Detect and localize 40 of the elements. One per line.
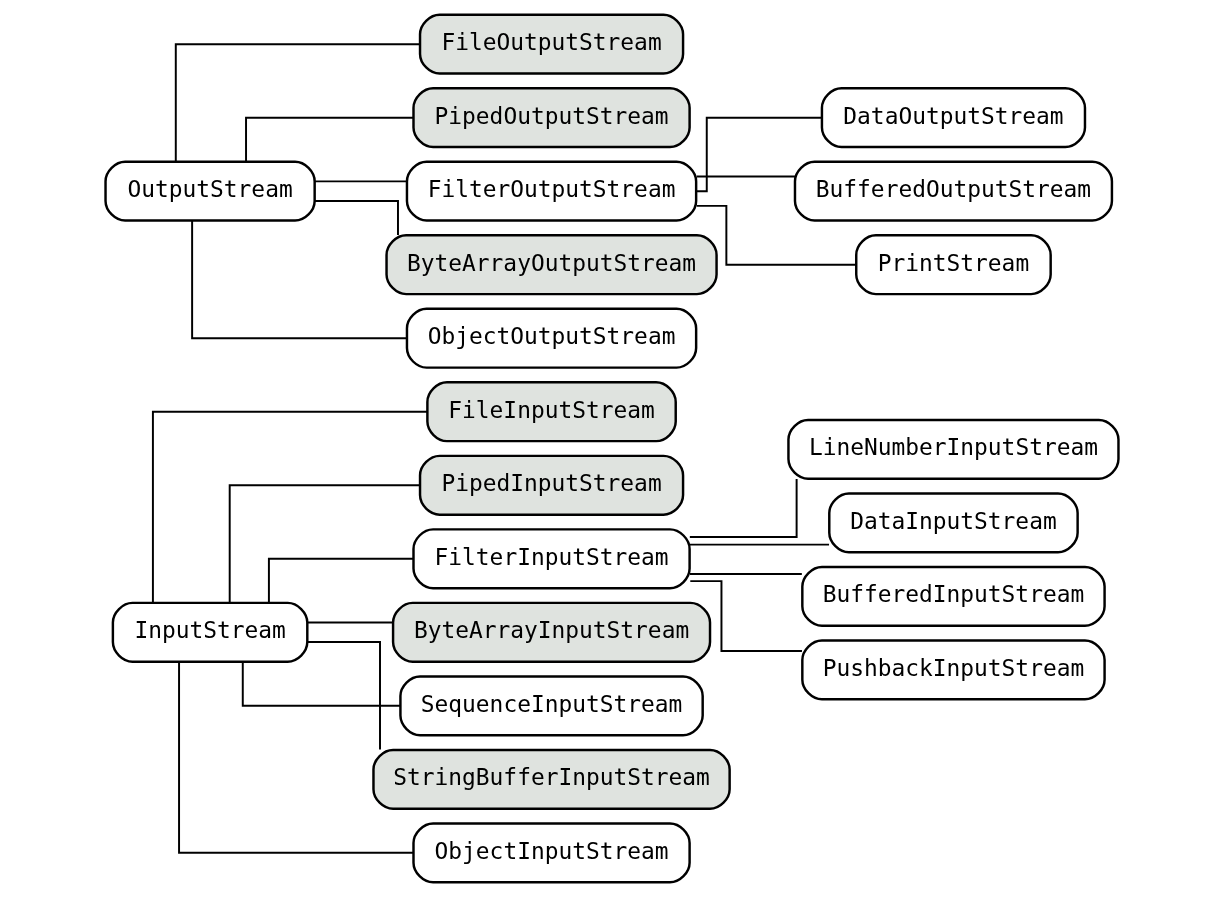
node-box: PushbackInputStream bbox=[800, 639, 1106, 701]
node-box: DataInputStream bbox=[827, 492, 1079, 554]
node-box: FilterInputStream bbox=[411, 528, 691, 590]
connector bbox=[267, 557, 414, 604]
connector bbox=[688, 478, 798, 538]
connector bbox=[244, 116, 414, 163]
node-box: StringBufferInputStream bbox=[371, 748, 731, 810]
node-box: FileOutputStream bbox=[418, 13, 684, 75]
connector bbox=[695, 175, 796, 178]
node-box: PrintStream bbox=[854, 234, 1052, 296]
node-box: ByteArrayOutputStream bbox=[384, 234, 718, 296]
connector bbox=[695, 204, 857, 266]
node-box: PipedInputStream bbox=[418, 454, 684, 516]
connector bbox=[688, 580, 803, 653]
connector bbox=[151, 410, 428, 604]
connector bbox=[305, 641, 381, 751]
node-box: OutputStream bbox=[103, 160, 316, 222]
node-box: FilterOutputStream bbox=[405, 160, 697, 222]
node-box: InputStream bbox=[111, 601, 309, 663]
node-box: BufferedInputStream bbox=[800, 565, 1106, 627]
node-box: SequenceInputStream bbox=[398, 675, 704, 737]
connector bbox=[241, 660, 401, 707]
node-box: LineNumberInputStream bbox=[786, 418, 1120, 480]
node-box: FileInputStream bbox=[425, 381, 677, 443]
node-box: BufferedOutputStream bbox=[793, 160, 1113, 222]
connector bbox=[695, 116, 822, 193]
connector bbox=[174, 43, 421, 163]
connector bbox=[228, 484, 421, 604]
connector bbox=[313, 180, 408, 183]
node-box: DataOutputStream bbox=[820, 87, 1086, 149]
connector bbox=[688, 543, 830, 546]
connector bbox=[190, 219, 408, 340]
node-box: PipedOutputStream bbox=[411, 87, 691, 149]
connector bbox=[688, 573, 803, 575]
node-box: ObjectInputStream bbox=[411, 822, 691, 884]
connector bbox=[306, 621, 394, 624]
node-box: ByteArrayInputStream bbox=[391, 601, 711, 663]
connector bbox=[313, 200, 399, 237]
connector bbox=[177, 661, 414, 854]
node-box: ObjectOutputStream bbox=[405, 307, 697, 369]
